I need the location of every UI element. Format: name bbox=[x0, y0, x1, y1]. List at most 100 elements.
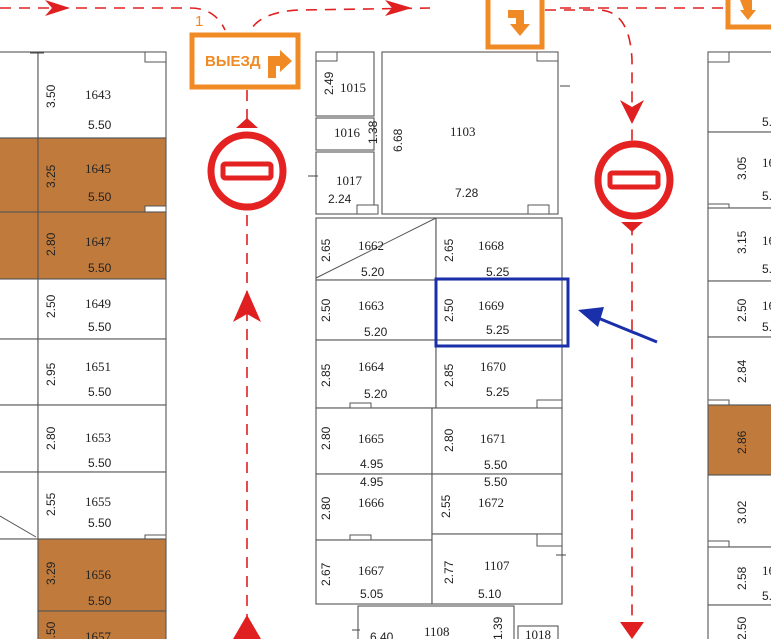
route-arrow-up-icon bbox=[233, 615, 261, 639]
route-arrow-down-icon bbox=[620, 622, 644, 639]
svg-text:5.5: 5.5 bbox=[762, 589, 771, 603]
parking-space[interactable]: 2.50 bbox=[707, 604, 771, 639]
storage-room[interactable]: 6.40 1108 1.39 bbox=[357, 605, 515, 639]
exit-sign: 1 ВЫЕЗД bbox=[189, 13, 301, 90]
svg-text:2.65: 2.65 bbox=[442, 238, 456, 262]
svg-text:5.5: 5.5 bbox=[762, 320, 771, 334]
svg-text:2.65: 2.65 bbox=[319, 238, 333, 262]
parking-space[interactable]: 2.80 1665 4.95 bbox=[315, 407, 433, 475]
svg-text:1645: 1645 bbox=[85, 161, 111, 176]
exit-sign-right-icon bbox=[725, 0, 771, 30]
svg-text:2.50: 2.50 bbox=[44, 294, 58, 318]
parking-space[interactable]: 2.84 bbox=[707, 336, 771, 410]
parking-space-sold[interactable]: 2.80 1647 5.50 bbox=[37, 211, 167, 280]
svg-text:2.49: 2.49 bbox=[322, 71, 336, 95]
parking-space[interactable]: 2.58 16 5.5 bbox=[707, 546, 771, 606]
parking-space[interactable]: 5.5 bbox=[707, 51, 771, 133]
svg-text:1.38: 1.38 bbox=[366, 120, 380, 144]
parking-space[interactable]: 3.02 bbox=[707, 474, 771, 551]
svg-text:1108: 1108 bbox=[424, 624, 450, 639]
svg-text:1657: 1657 bbox=[85, 629, 112, 639]
svg-text:5.50: 5.50 bbox=[484, 458, 508, 472]
svg-text:5.50: 5.50 bbox=[88, 320, 112, 334]
svg-text:2.55: 2.55 bbox=[44, 492, 58, 516]
svg-text:5.20: 5.20 bbox=[364, 325, 388, 339]
svg-text:5.05: 5.05 bbox=[360, 587, 384, 601]
svg-text:2.80: 2.80 bbox=[319, 496, 333, 520]
svg-text:1016: 1016 bbox=[334, 125, 361, 140]
route-arrow-up-icon bbox=[236, 118, 258, 128]
svg-text:1672: 1672 bbox=[478, 495, 504, 510]
parking-space[interactable]: 3.50 1643 5.50 bbox=[37, 51, 167, 139]
route-arrow-right-icon bbox=[385, 0, 412, 16]
svg-text:1670: 1670 bbox=[480, 359, 506, 374]
svg-text:2.67: 2.67 bbox=[319, 562, 333, 586]
parking-space[interactable]: 2.95 1651 5.50 bbox=[37, 338, 167, 406]
svg-text:2.80: 2.80 bbox=[319, 426, 333, 450]
parking-space[interactable]: 2.67 1667 5.05 bbox=[315, 539, 433, 605]
svg-text:4.95: 4.95 bbox=[360, 475, 384, 489]
svg-text:3.15: 3.15 bbox=[735, 230, 749, 254]
svg-text:6.68: 6.68 bbox=[391, 128, 405, 152]
storage-room[interactable]: 1018 bbox=[517, 625, 559, 639]
svg-text:1669: 1669 bbox=[478, 298, 504, 313]
parking-space[interactable]: 4.95 2.80 1666 bbox=[315, 473, 433, 545]
parking-space-sold[interactable]: 3.50 1657 bbox=[37, 610, 167, 639]
svg-text:2.24: 2.24 bbox=[328, 192, 352, 206]
svg-text:1668: 1668 bbox=[478, 238, 504, 253]
svg-text:1656: 1656 bbox=[85, 567, 112, 582]
svg-text:3.50: 3.50 bbox=[44, 621, 58, 639]
route-arrow-right-icon bbox=[45, 0, 70, 16]
parking-space[interactable]: 2.50 1663 5.20 bbox=[315, 279, 437, 341]
parking-space[interactable]: 2.55 1655 5.50 bbox=[37, 471, 167, 545]
exit-sign-top-icon bbox=[485, 0, 545, 50]
svg-text:2.50: 2.50 bbox=[442, 298, 456, 322]
svg-text:1643: 1643 bbox=[85, 87, 111, 102]
parking-space[interactable]: 2.80 1653 5.50 bbox=[37, 404, 167, 473]
storage-room[interactable]: 1016 1.38 bbox=[315, 117, 380, 151]
svg-text:4.95: 4.95 bbox=[360, 457, 384, 471]
parking-space[interactable]: 2.50 1649 5.50 bbox=[37, 278, 167, 340]
svg-text:5.25: 5.25 bbox=[486, 323, 510, 337]
storage-room[interactable]: 2.49 1015 bbox=[315, 51, 375, 117]
exit-sign-label: ВЫЕЗД bbox=[205, 53, 261, 70]
parking-space-highlighted[interactable]: 2.50 1669 5.25 bbox=[435, 279, 563, 341]
svg-text:2.86: 2.86 bbox=[735, 430, 749, 454]
storage-room-large[interactable]: 6.68 1103 7.28 bbox=[315, 51, 559, 215]
svg-text:5.50: 5.50 bbox=[88, 516, 112, 530]
parking-space[interactable]: 2.77 1107 5.10 bbox=[431, 533, 563, 605]
parking-space[interactable]: 2.50 16 5.5 bbox=[707, 280, 771, 338]
svg-text:5.50: 5.50 bbox=[484, 475, 508, 489]
svg-text:1665: 1665 bbox=[358, 431, 384, 446]
parking-space[interactable]: 2.85 1664 5.20 bbox=[315, 339, 437, 409]
svg-text:1017: 1017 bbox=[336, 173, 363, 188]
svg-text:1666: 1666 bbox=[358, 495, 385, 510]
svg-text:2.95: 2.95 bbox=[44, 362, 58, 386]
svg-text:1103: 1103 bbox=[450, 124, 476, 139]
highlight-box bbox=[434, 277, 570, 348]
svg-text:5.5: 5.5 bbox=[762, 115, 771, 129]
svg-text:1107: 1107 bbox=[484, 558, 510, 573]
parking-space[interactable]: 3.15 16 5.5 bbox=[707, 207, 771, 282]
parking-space-sold[interactable]: 3.29 1656 5.50 bbox=[37, 538, 167, 612]
storage-room[interactable]: 1017 2.24 bbox=[315, 151, 375, 215]
svg-text:5.50: 5.50 bbox=[88, 385, 112, 399]
parking-space[interactable]: 2.65 1668 5.25 bbox=[435, 217, 563, 281]
parking-space[interactable]: 3.05 16 5.5 bbox=[707, 131, 771, 214]
svg-text:2.77: 2.77 bbox=[442, 560, 456, 584]
parking-space[interactable]: 5.50 2.55 1672 bbox=[431, 473, 563, 535]
svg-text:2.50: 2.50 bbox=[735, 616, 749, 639]
column-marks bbox=[30, 52, 570, 631]
left-column-partial bbox=[0, 51, 39, 639]
parking-space-sold[interactable]: 2.86 bbox=[707, 404, 771, 476]
route-arrow-down-icon bbox=[620, 100, 644, 124]
route-arrow-up-icon bbox=[233, 290, 261, 322]
svg-text:1671: 1671 bbox=[480, 431, 506, 446]
parking-space-sold[interactable]: 3.25 1645 5.50 bbox=[37, 137, 167, 215]
parking-space[interactable]: 2.65 1662 5.20 bbox=[315, 217, 437, 281]
parking-space[interactable]: 2.80 1671 5.50 bbox=[431, 407, 563, 475]
svg-text:5.50: 5.50 bbox=[88, 456, 112, 470]
svg-text:2.80: 2.80 bbox=[44, 426, 58, 450]
svg-text:1667: 1667 bbox=[358, 563, 385, 578]
turn-right-arrow-icon bbox=[268, 50, 292, 78]
